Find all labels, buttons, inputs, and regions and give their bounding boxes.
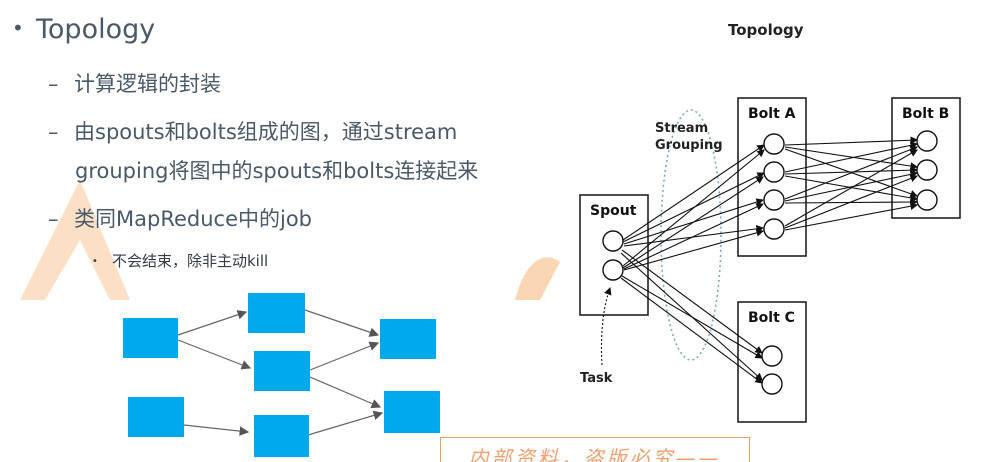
task-circles — [602, 130, 938, 395]
spout-task — [602, 259, 624, 281]
bolt-a-task — [763, 161, 785, 183]
dash-icon: – — [48, 120, 59, 144]
dag-node — [248, 293, 305, 333]
bolt-c-task — [761, 345, 783, 367]
stream-label-line2: Grouping — [655, 138, 723, 153]
spout-task — [602, 230, 624, 252]
footer-text: 内部资料，盗版必究—— — [468, 446, 722, 462]
bullet-spouts-bolts: –由spouts和bolts组成的图，通过stream — [48, 120, 458, 144]
bolt-c-task — [761, 373, 783, 395]
dag-edges — [177, 309, 384, 436]
dash-icon: – — [48, 72, 59, 96]
stream-label-line1: Stream — [655, 121, 708, 136]
bolt-c-label: Bolt C — [748, 310, 795, 326]
dag-node — [254, 351, 310, 391]
footer-notice: 内部资料，盗版必究—— — [440, 437, 750, 462]
topology-edges — [620, 136, 919, 384]
dag-diagram — [123, 293, 440, 457]
bolt-b-task — [916, 159, 938, 181]
bolt-b-task — [916, 189, 938, 211]
dag-node — [380, 319, 436, 359]
bullet-dot-icon: • — [12, 16, 24, 40]
bullet-mapreduce: –类同MapReduce中的job — [48, 207, 313, 231]
dag-node — [254, 415, 309, 457]
task-label: Task — [580, 371, 613, 386]
dash-icon: – — [48, 207, 59, 231]
spout-label: Spout — [590, 203, 637, 219]
bullet-spouts-bolts-cont: grouping将图中的spouts和bolts连接起来 — [75, 159, 479, 183]
bolt-a-task — [763, 189, 785, 211]
bullet-compute-logic: –计算逻辑的封装 — [48, 72, 221, 96]
task-pointer — [600, 286, 612, 366]
bolt-a-task — [763, 218, 785, 240]
bolt-b-label: Bolt B — [902, 106, 949, 122]
dag-node — [384, 391, 440, 433]
bolt-a-task — [763, 133, 785, 155]
bolt-a-label: Bolt A — [748, 106, 796, 122]
bullet-dot-icon: • — [92, 256, 98, 267]
bolt-b-task — [916, 130, 938, 152]
dag-node — [123, 318, 178, 358]
dag-node — [128, 397, 184, 437]
topology-title: Topology — [728, 21, 804, 39]
topology-diagram: Topology Spout Bolt A Bolt B Bolt C Stre… — [579, 21, 961, 423]
bullet-never-ends: •不会结束，除非主动kill — [92, 252, 269, 270]
dag-nodes — [123, 293, 440, 457]
bullet-topology: •Topology — [12, 14, 156, 45]
